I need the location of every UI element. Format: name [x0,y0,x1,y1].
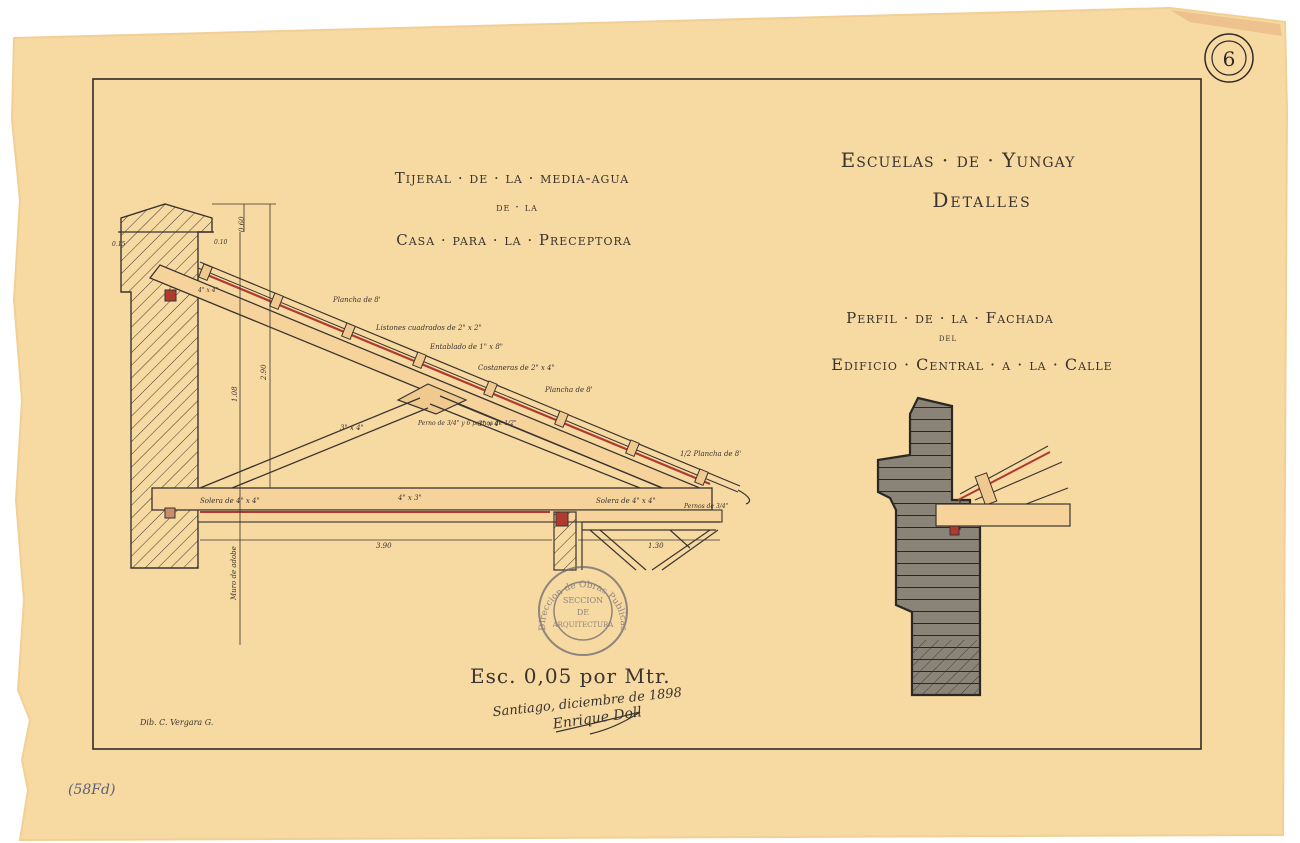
eave-gutter [737,489,751,505]
drawing-frame [92,78,1202,750]
stamp-outer-ring [538,566,628,656]
label-solera-right: Solera de 4" x 4" [596,497,656,505]
left-title-line2: de · la [496,200,538,214]
facade-gutter-block [974,472,998,506]
sheet-number-ring-inner [1211,40,1247,76]
truss-drawing: Plancha de 8' Listones cuadrados de 2" x… [112,203,751,645]
rafter-red-line [199,270,711,486]
facade-profile [876,396,1071,697]
label-small-dim: 1.30 [648,542,664,550]
label-tie-beam: 4" x 3" [397,494,422,502]
label-span: 3.90 [376,542,392,550]
label-strut-right: 3" x 4" [478,420,502,428]
label-height: 2.90 [260,364,268,381]
post-cap [555,511,569,527]
facade-red-line [957,451,1051,501]
sheet-number-ring [1204,33,1254,83]
label-wall: Muro de adobe [230,546,238,601]
lattice-truss [581,521,720,571]
label-plancha-mid: Plancha de 8' [544,386,593,394]
label-wall-top-b: 0.10 [214,239,228,246]
stamp-inner-line3: ARQUITECTURA [552,621,615,629]
profile-title: Perfil · de · la · Fachada del Edificio … [831,309,1112,374]
label-king-post: Perno de 3/4" y 6 pernos de 1/2" [417,420,517,427]
label-wall-top-a: 0.15 [112,241,126,248]
left-title: Tijeral · de · la · media-agua de · la C… [395,169,632,249]
label-costaneras: Costaneras de 2" x 4" [478,364,555,372]
strut-right-b [439,395,663,489]
label-entablado: Entablado de 1" x 8" [429,343,503,351]
battens [198,263,709,487]
label-rafter-dim: 4" x 4" [197,287,219,294]
dimension-lines [200,203,720,645]
facade-base-hatch [912,640,980,695]
left-title-line3: Casa · para · la · Preceptora [396,231,632,249]
drafter-note: Dib. C. Vergara G. [139,718,213,727]
strut-right-a [429,403,641,489]
truss-labels: Plancha de 8' Listones cuadrados de 2" x… [112,216,741,601]
right-title: Escuelas · de · Yungay Detalles [841,148,1076,212]
stamp-inner-ring [553,581,613,641]
facade-ceiling-beam [935,503,1071,527]
facade-wall-section [876,396,982,697]
right-title-line1: Escuelas · de · Yungay [841,148,1076,172]
wall-section [120,203,213,569]
roof-sheet-line-1 [199,261,741,487]
stamp-inner-line2: DE [577,608,589,617]
scale-text: Esc. 0,05 por Mtr. [470,664,671,688]
strut-left-b [231,407,429,489]
tie-beam-end-block [164,507,176,519]
right-title-line2: Detalles [932,188,1031,212]
stamp-inner-line1: SECCION [563,596,603,605]
facade-beam-block [949,525,960,536]
strut-left-a [199,397,421,489]
paper-background [10,6,1289,842]
archive-mark: (58Fd) [68,782,115,798]
wall-plate-block [164,289,177,302]
profile-title-line3: Edificio · Central · a · la · Calle [831,355,1112,374]
roof-sheet-line-2 [197,267,739,493]
label-plancha-top: Plancha de 8' [332,296,381,304]
label-strut-left: 3" x 4" [340,424,364,432]
label-plancha-eave: 1/2 Plancha de 8' [680,450,741,458]
label-solera-left: Solera de 4" x 4" [200,497,260,505]
label-pernos: Pernos de 3/4" [683,503,729,510]
left-title-line1: Tijeral · de · la · media-agua [395,169,629,187]
label-vertical-b: 0.60 [238,216,246,232]
signature-flourish [555,711,641,735]
paper-tear-stain [1170,10,1282,36]
profile-title-line1: Perfil · de · la · Fachada [846,309,1054,327]
profile-title-line2: del [939,333,957,344]
sheet-number: 6 [1223,47,1236,71]
label-listones: Listones cuadrados de 2" x 2" [375,324,482,332]
label-vertical-a: 1.08 [231,386,239,402]
